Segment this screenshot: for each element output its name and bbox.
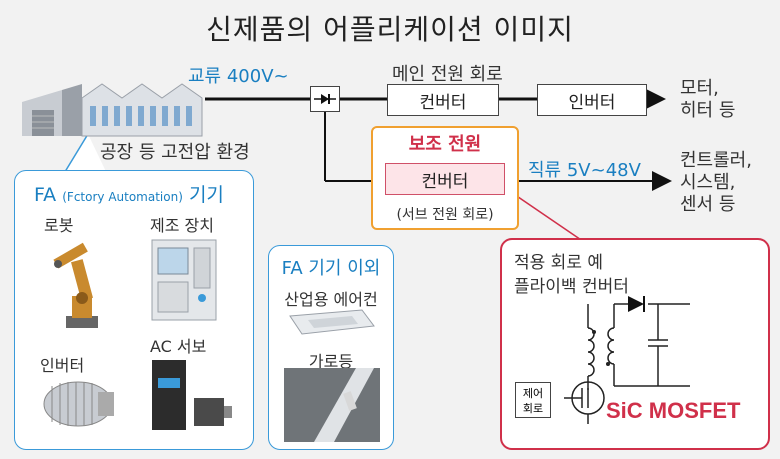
fa-item-robot: 로봇	[44, 216, 74, 235]
ac-servo-icon	[152, 360, 232, 430]
page-title: 신제품의 어플리케이션 이미지	[206, 13, 574, 46]
main-converter-box: 컨버터	[387, 84, 499, 116]
fa-item-ac-servo: AC 서보	[150, 337, 207, 356]
streetlight-icon	[284, 368, 380, 442]
factory-label: 공장 등 고전압 환경	[100, 142, 250, 163]
sic-mosfet-label: SiC MOSFET	[606, 398, 741, 423]
main-inverter-box: 인버터	[537, 84, 647, 116]
non-fa-item-streetlight: 가로등	[308, 352, 354, 371]
motor-output-label: 모터, 히터 등	[680, 78, 736, 121]
controller-output-label: 컨트롤러, 시스템, 센서 등	[680, 150, 752, 215]
example-line2: 플라이백 컨버터	[514, 277, 629, 297]
dc-voltage-label: 직류 5V~48V	[528, 160, 641, 181]
main-power-label: 메인 전원 회로	[392, 64, 503, 85]
inverter-motor-icon	[43, 381, 114, 427]
flyback-circuit-diagram	[564, 296, 690, 424]
manufacturing-machine-icon	[151, 239, 217, 321]
aux-power-title: 보조 전원	[408, 134, 482, 155]
robot-arm-icon	[53, 242, 98, 328]
fa-item-manufacturing: 제조 장치	[150, 216, 214, 235]
control-circuit-box: 제어 회로	[515, 382, 551, 418]
example-callout-line	[504, 187, 591, 247]
fa-panel-title: FA (Fctory Automation) 기기	[34, 184, 224, 206]
example-line1: 적용 회로 예	[514, 253, 604, 273]
aux-sub-label: (서브 전원 회로)	[396, 207, 494, 223]
aux-converter-box: 컨버터	[385, 163, 505, 195]
air-conditioner-icon	[289, 309, 375, 335]
rectifier-diode	[310, 86, 340, 112]
factory-icon	[22, 83, 203, 137]
non-fa-item-aircon: 산업용 에어컨	[284, 290, 378, 309]
non-fa-panel-title: FA 기기 이외	[281, 258, 381, 279]
diode-icon	[314, 94, 336, 104]
ac-voltage-label: 교류 400V~	[188, 66, 289, 87]
fa-item-inverter: 인버터	[40, 356, 85, 375]
